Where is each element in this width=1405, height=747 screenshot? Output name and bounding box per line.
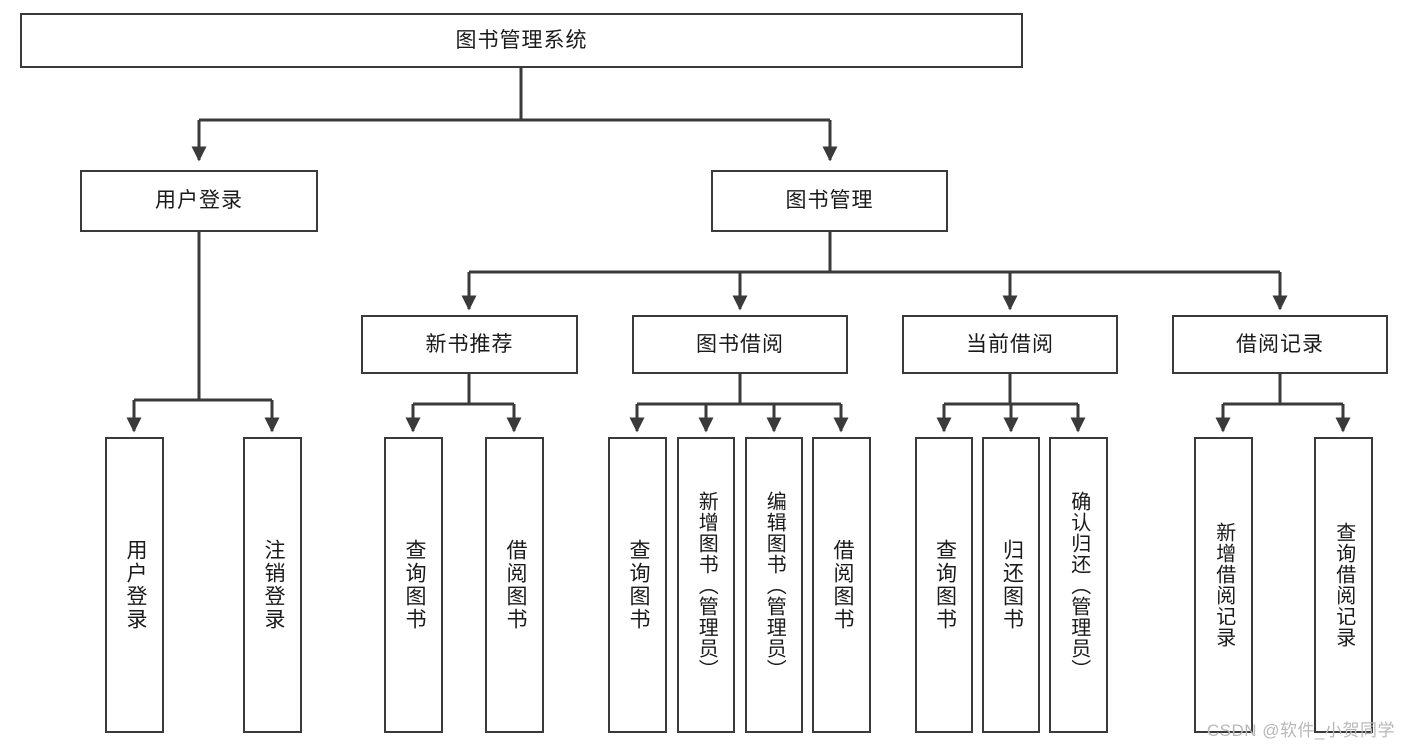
leaf-add-book-admin[interactable]: 新增图书（管理员） [677, 437, 735, 733]
node-label: 新书推荐 [425, 332, 514, 356]
node-label: 查询图书 [626, 539, 650, 631]
node-label: 查询借阅记录 [1332, 522, 1355, 648]
node-label: 图书管理系统 [455, 28, 588, 52]
leaf-borrow-books-borrowing[interactable]: 借阅图书 [812, 437, 871, 733]
node-new-book-recommendation[interactable]: 新书推荐 [361, 315, 578, 374]
node-label: 借阅图书 [830, 539, 854, 631]
node-label: 用户登录 [123, 539, 147, 631]
leaf-query-books-recommendation[interactable]: 查询图书 [384, 437, 443, 733]
leaf-query-books-borrowing[interactable]: 查询图书 [608, 437, 667, 733]
node-label: 借阅图书 [503, 539, 527, 631]
leaf-return-books[interactable]: 归还图书 [982, 437, 1040, 733]
node-label: 确认归还（管理员） [1067, 490, 1090, 680]
node-user-login[interactable]: 用户登录 [80, 170, 318, 232]
node-book-management[interactable]: 图书管理 [711, 170, 948, 232]
node-label: 编辑图书（管理员） [763, 490, 786, 680]
node-label: 图书借阅 [696, 332, 784, 356]
node-label: 用户登录 [155, 189, 243, 213]
node-label: 新增借阅记录 [1212, 522, 1235, 648]
leaf-borrow-books-recommendation[interactable]: 借阅图书 [485, 437, 544, 733]
node-root-book-management-system[interactable]: 图书管理系统 [20, 13, 1023, 68]
node-label: 查询图书 [933, 539, 957, 631]
node-label: 归还图书 [1000, 539, 1024, 631]
node-borrowing-records[interactable]: 借阅记录 [1172, 315, 1388, 374]
node-book-borrowing[interactable]: 图书借阅 [632, 315, 848, 374]
leaf-confirm-return-admin[interactable]: 确认归还（管理员） [1049, 437, 1108, 733]
node-label: 查询图书 [402, 539, 426, 631]
watermark-text: CSDN @软件_小贺同学 [1206, 721, 1395, 740]
leaf-query-borrow-record[interactable]: 查询借阅记录 [1314, 437, 1373, 733]
leaf-query-books-current[interactable]: 查询图书 [915, 437, 973, 733]
node-label: 当前借阅 [966, 332, 1054, 356]
node-label: 新增图书（管理员） [695, 490, 718, 680]
leaf-edit-book-admin[interactable]: 编辑图书（管理员） [745, 437, 803, 733]
node-current-borrowing[interactable]: 当前借阅 [902, 315, 1118, 374]
leaf-user-login[interactable]: 用户登录 [105, 437, 164, 733]
leaf-add-borrow-record[interactable]: 新增借阅记录 [1194, 437, 1253, 733]
node-label: 借阅记录 [1236, 332, 1324, 356]
leaf-logout[interactable]: 注销登录 [243, 437, 302, 733]
node-label: 图书管理 [785, 189, 874, 213]
node-label: 注销登录 [261, 539, 285, 631]
